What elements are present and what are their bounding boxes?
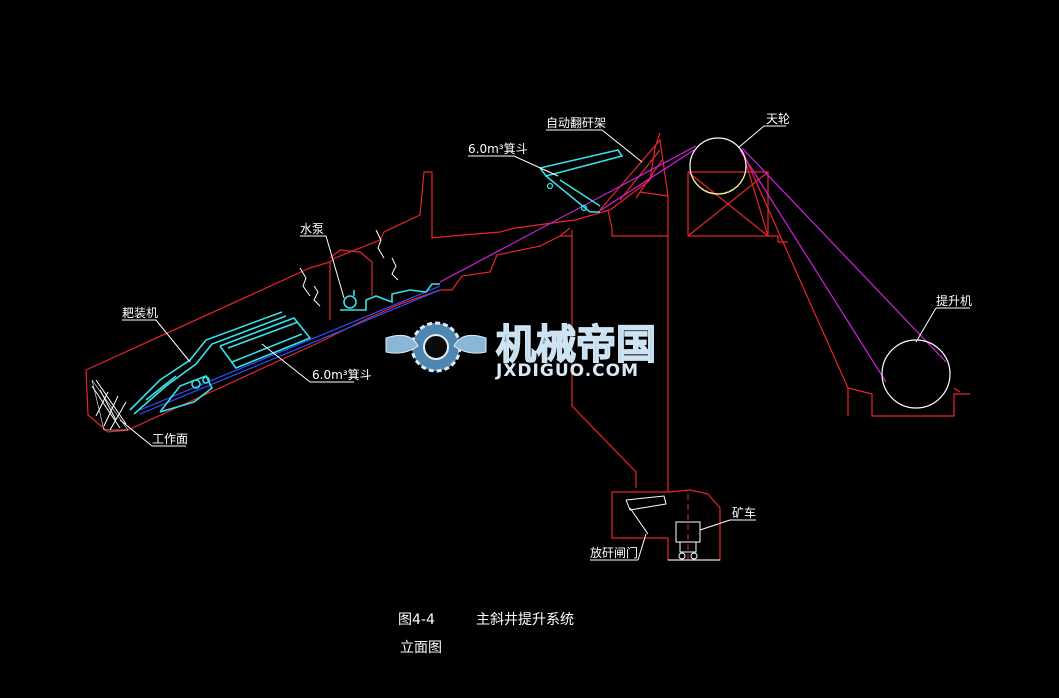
- water-pump: [340, 283, 440, 311]
- headframe-structure: [560, 138, 970, 492]
- caption-title: 主斜井提升系统: [476, 612, 574, 628]
- caption-figure-number: 图4-4: [398, 612, 435, 628]
- component-labels: 自动翻矸架 天轮 6.0m³箕斗 水泵 耙装机 6.0m³箕斗 提升机 工作面 …: [122, 112, 972, 560]
- label-water-pump: 水泵: [300, 222, 324, 236]
- lower-skip: [219, 317, 312, 369]
- hoist-drum: [881, 339, 951, 409]
- watermark-url-text: JXDIGUO.COM: [495, 361, 639, 381]
- label-auto-frame: 自动翻矸架: [546, 116, 606, 130]
- scraper-loader: [129, 311, 287, 415]
- shaft-track: [139, 285, 441, 415]
- label-working-face: 工作面: [152, 432, 188, 446]
- label-gate: 放矸闸门: [590, 545, 638, 560]
- watermark: 机械帝国 JXDIGUO.COM: [385, 321, 657, 381]
- hoisting-ropes: [439, 145, 947, 383]
- discharge-gate: [625, 495, 667, 535]
- label-lower-skip: 6.0m³箕斗: [312, 368, 372, 382]
- mine-car-shape: [668, 521, 720, 561]
- inclined-shaft: [85, 132, 661, 433]
- label-mine-car: 矿车: [732, 505, 756, 520]
- label-sheave: 天轮: [766, 112, 790, 126]
- label-scraper-loader: 耙装机: [122, 306, 158, 320]
- leader-lines: [119, 125, 970, 561]
- label-upper-skip: 6.0m³箕斗: [468, 142, 528, 156]
- watermark-chinese-text: 机械帝国: [496, 322, 656, 368]
- upper-skip: [539, 149, 624, 213]
- sheave-wheel: [689, 137, 747, 195]
- caption-subtitle: 立面图: [400, 640, 442, 656]
- gear-logo-icon: [385, 321, 487, 373]
- figure-caption: 图4-4 主斜井提升系统 立面图: [398, 612, 574, 656]
- working-face-hatch: [91, 379, 129, 431]
- label-hoist: 提升机: [936, 293, 972, 308]
